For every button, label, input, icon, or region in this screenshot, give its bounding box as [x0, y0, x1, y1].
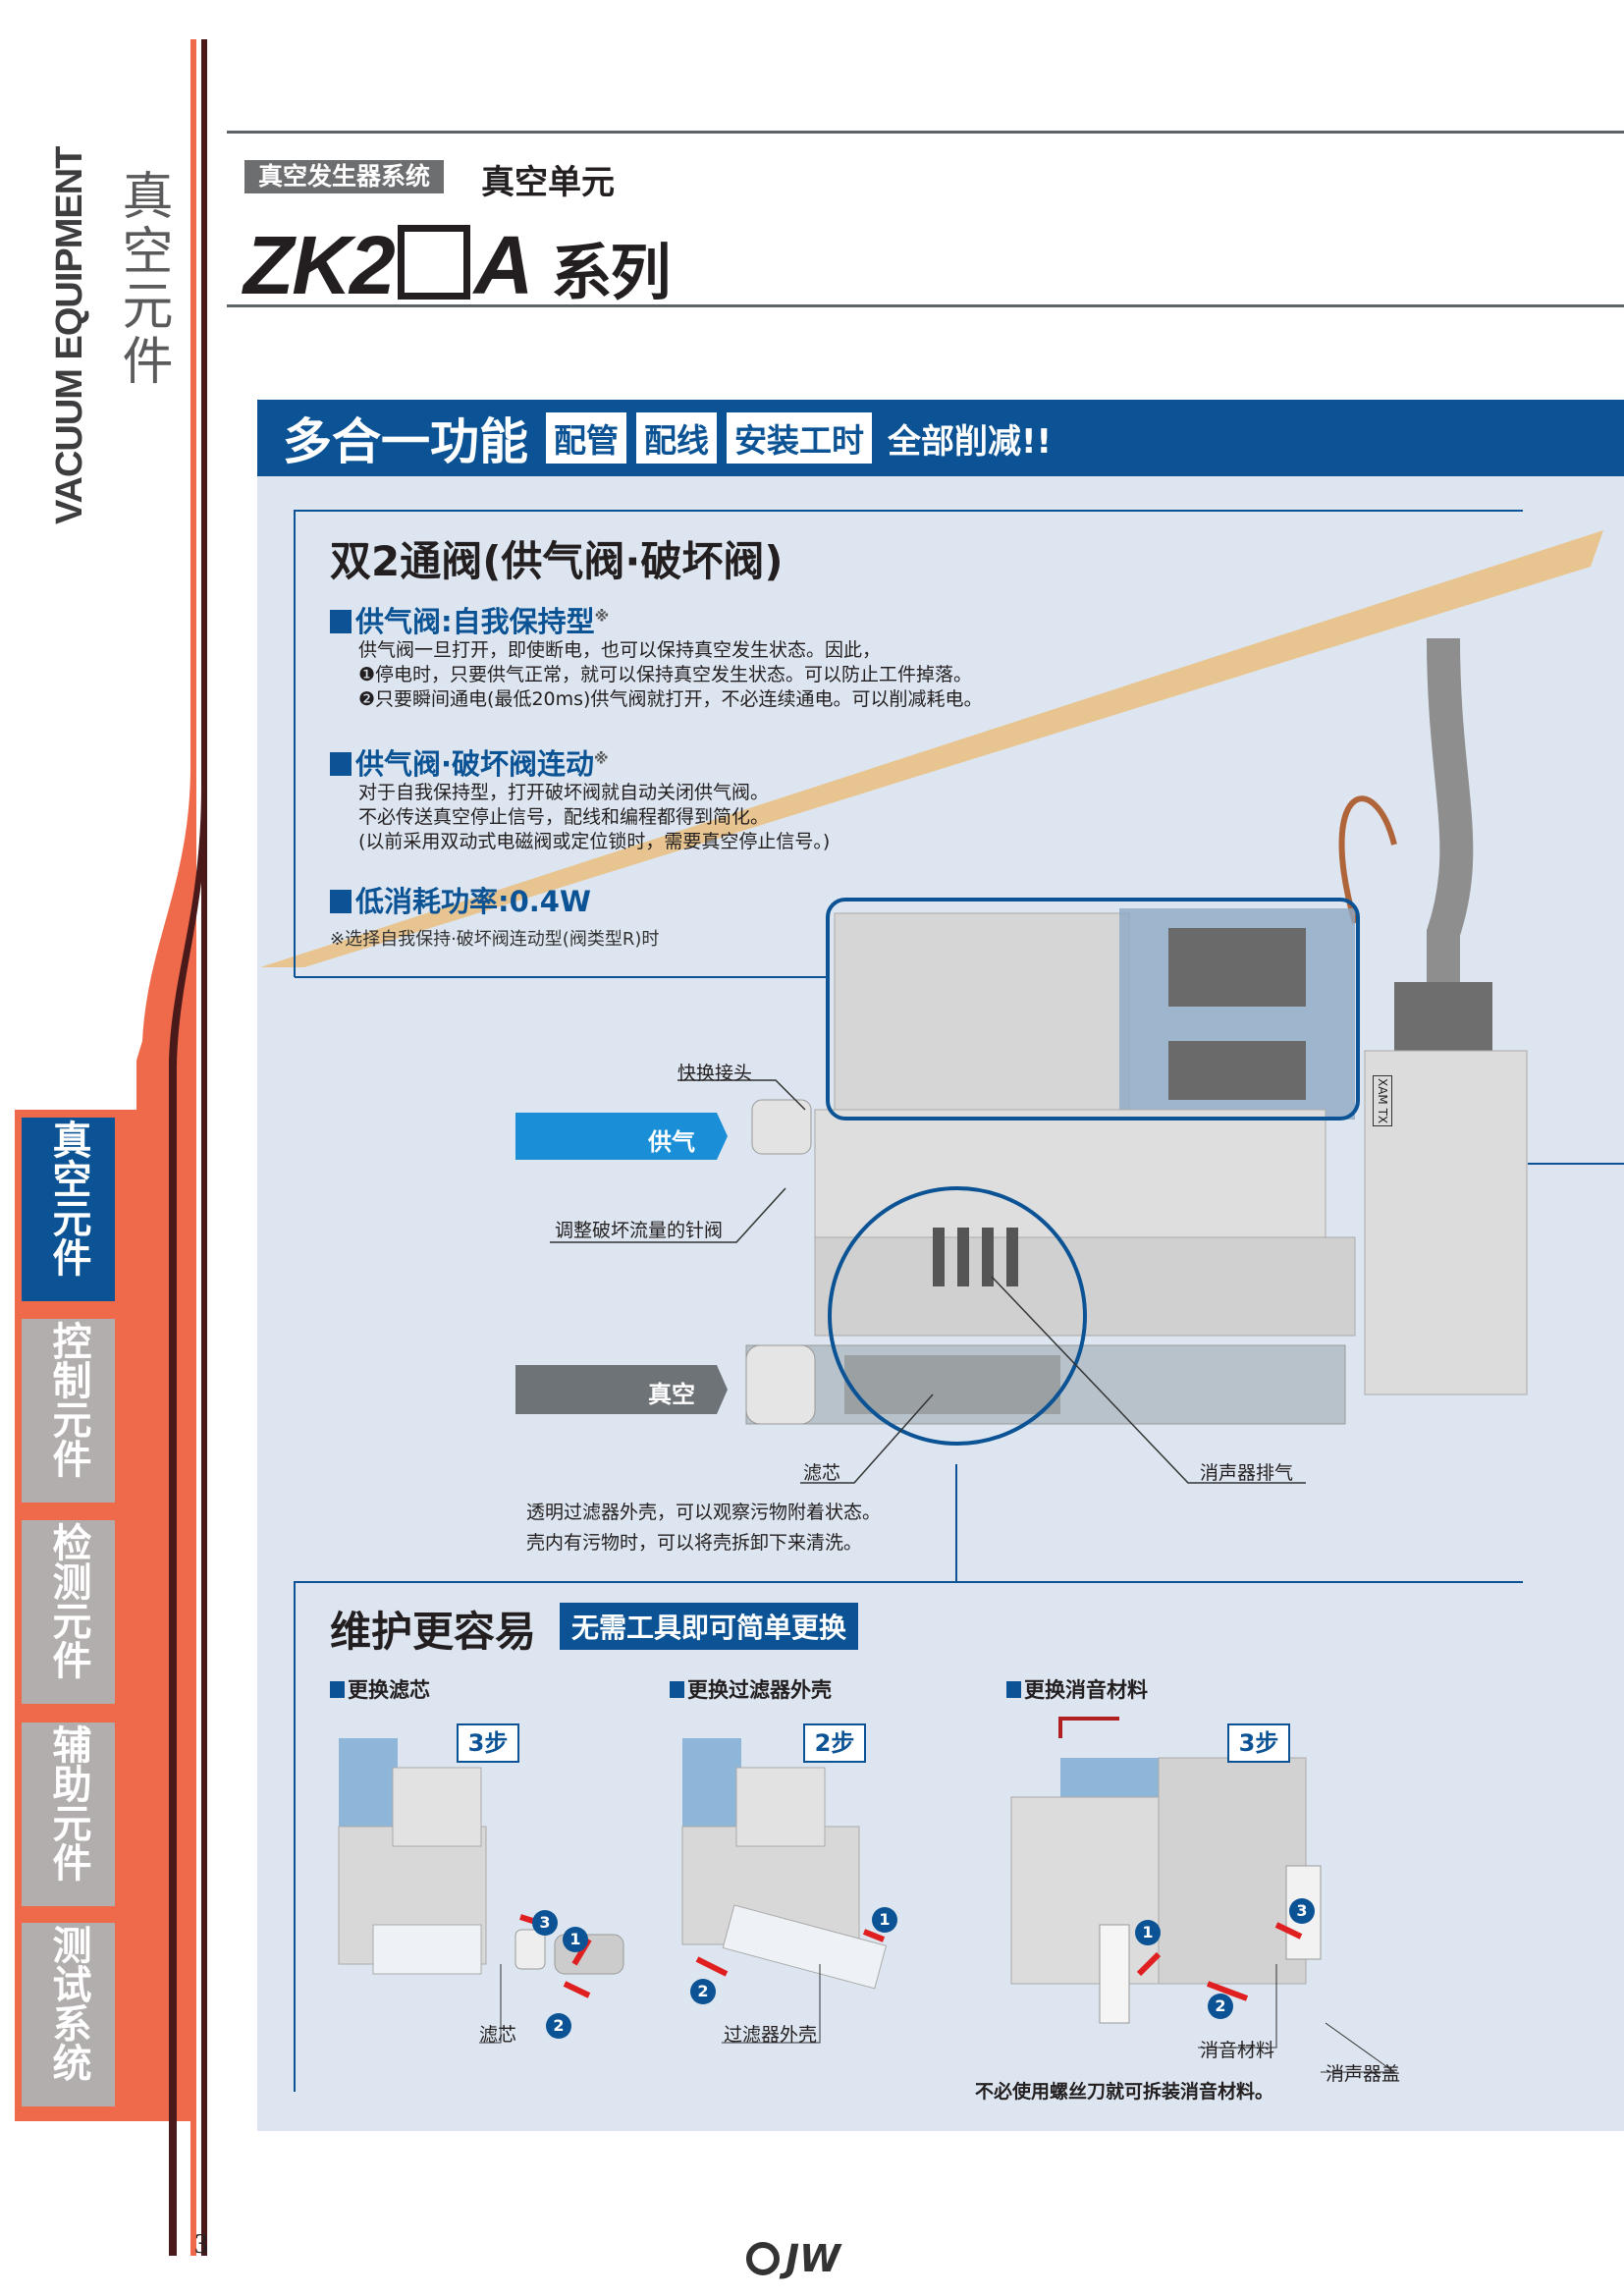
chip-piping: 配管: [546, 412, 626, 464]
steps-callout: 3步: [1227, 1723, 1290, 1763]
placeholder-box: [397, 225, 470, 300]
side-tab-auxiliary[interactable]: 辅助元件: [22, 1722, 115, 1906]
s1-mark: ※: [594, 607, 610, 626]
silencer-replace-image: [1010, 1717, 1322, 2024]
steps-callout: 2步: [803, 1723, 866, 1763]
feature-banner: 多合一功能 配管 配线 安装工时 全部削减!!: [257, 400, 1624, 476]
silencer-material-label: 消音材料: [1200, 2040, 1275, 2061]
series-prefix: ZK2: [244, 219, 396, 311]
s1-line: ❶停电时，只要供气正常，就可以保持真空发生状态。可以防止工件掉落。: [358, 664, 973, 685]
side-tab-vacuum[interactable]: 真空元件: [22, 1118, 115, 1301]
category-tag: 真空发生器系统: [244, 160, 445, 193]
needle-valve-label: 调整破坏流量的针阀: [555, 1220, 724, 1241]
s3-title: 低消耗功率:0.4W: [330, 879, 591, 920]
step-number: 1: [872, 1907, 897, 1933]
step-number: 3: [532, 1910, 558, 1936]
filter-label: 滤芯: [803, 1462, 841, 1484]
s1-line: 供气阀一旦打开，即使断电，也可以保持真空发生状态。因此，: [358, 639, 882, 661]
exhaust-label: 消声器排气: [1200, 1462, 1294, 1484]
side-tab-test[interactable]: 测试系统: [22, 1923, 115, 2106]
filter-note: 透明过滤器外壳，可以观察污物附着状态。 壳内有污物时，可以将壳拆卸下来清洗。: [526, 1498, 881, 1558]
maint-title: 维护更容易: [330, 1608, 537, 1656]
maint-item-title-text: 更换过滤器外壳: [687, 1678, 832, 1702]
side-tab-detection[interactable]: 检测元件: [22, 1520, 115, 1704]
s1-line: ❷只要瞬间通电(最低20ms)供气阀就打开，不必连续通电。可以削减耗电。: [358, 688, 983, 710]
s2-title: 供气阀·破坏阀连动※: [330, 741, 609, 783]
s1-title: 供气阀:自我保持型※: [330, 599, 609, 640]
valve-title: 双2通阀(供气阀·破坏阀): [330, 537, 784, 585]
s1-title-text: 供气阀:自我保持型: [355, 605, 595, 638]
square-bullet-icon: [670, 1681, 684, 1698]
step-number: 2: [690, 1979, 716, 2004]
side-tab-control[interactable]: 控制元件: [22, 1319, 115, 1503]
maint-item-silencer-title: 更换消音材料: [1006, 1674, 1148, 1704]
step-number: 1: [1135, 1920, 1161, 1945]
filter-note-line: 壳内有污物时，可以将壳拆卸下来清洗。: [526, 1532, 863, 1554]
subtitle: 真空单元: [481, 163, 615, 202]
step-number: 2: [1208, 1994, 1233, 2019]
s3-title-text: 低消耗功率:0.4W: [355, 885, 591, 918]
product-mark: XAM TX: [1373, 1075, 1392, 1127]
s2-line: 不必传送真空停止信号，配线和编程都得到简化。: [358, 806, 770, 828]
s2-mark: ※: [594, 749, 609, 768]
series-cn: 系列: [551, 240, 671, 307]
s2-title-text: 供气阀·破坏阀连动: [355, 747, 595, 781]
series-title: ZK2 A 系列: [244, 218, 671, 313]
banner-end: 全部削减!!: [888, 421, 1053, 462]
vacuum-unit-image: [745, 637, 1528, 1446]
steps-callout: 3步: [457, 1723, 519, 1763]
series-suffix: A: [473, 219, 534, 311]
vacuum-label: 真空: [648, 1381, 695, 1408]
s2-body: 对于自我保持型，打开破坏阀就自动关闭供气阀。 不必传送真空停止信号，配线和编程都…: [358, 781, 830, 854]
square-bullet-icon: [330, 890, 352, 913]
valve-note: ※选择自我保持·破坏阀连动型(阀类型R)时: [330, 929, 660, 950]
vacuum-arrow: [515, 1365, 728, 1414]
supply-arrow: [515, 1113, 728, 1160]
maint-badge: 无需工具即可简单更换: [560, 1603, 859, 1650]
chip-installation: 安装工时: [727, 412, 872, 464]
step-number: 1: [563, 1927, 588, 1952]
quick-fitting-label: 快换接头: [677, 1063, 753, 1084]
maint-item-title-text: 更换滤芯: [348, 1678, 430, 1702]
case-replace-image: [681, 1738, 888, 1990]
s2-line: 对于自我保持型，打开破坏阀就自动关闭供气阀。: [358, 782, 770, 803]
square-bullet-icon: [330, 752, 352, 776]
square-bullet-icon: [1006, 1681, 1021, 1698]
title-rule: [227, 304, 1624, 307]
maint-item-filter-title: 更换滤芯: [330, 1674, 430, 1704]
maint-item-case-title: 更换过滤器外壳: [670, 1674, 832, 1704]
filter-case-label: 过滤器外壳: [724, 2024, 818, 2046]
step-number: 2: [546, 2013, 571, 2039]
step-number: 3: [1289, 1898, 1315, 1924]
filter-note-line: 透明过滤器外壳，可以观察污物附着状态。: [526, 1502, 882, 1523]
page-number: 3: [194, 2229, 208, 2260]
supply-label: 供气: [648, 1128, 695, 1156]
top-rule: [227, 131, 1624, 134]
filter-element-label: 滤芯: [479, 2024, 517, 2046]
silencer-note: 不必使用螺丝刀就可拆装消音材料。: [975, 2081, 1274, 2103]
s1-body: 供气阀一旦打开，即使断电，也可以保持真空发生状态。因此， ❶停电时，只要供气正常…: [358, 638, 982, 712]
silencer-cover-label: 消声器盖: [1326, 2063, 1401, 2085]
banner-title: 多合一功能: [283, 413, 528, 470]
chip-wiring: 配线: [636, 412, 717, 464]
square-bullet-icon: [330, 1681, 345, 1698]
filter-replace-image: [338, 1738, 624, 1998]
logo-mark-icon: [746, 2242, 780, 2275]
s2-line: (以前采用双动式电磁阀或定位锁时，需要真空停止信号。): [358, 831, 831, 852]
footer-logo: JW: [746, 2237, 840, 2280]
logo-text: JW: [785, 2237, 841, 2280]
side-chinese-label: 真空元件: [113, 169, 172, 389]
square-bullet-icon: [330, 610, 352, 633]
diagonal-band: [260, 530, 1603, 967]
maint-item-title-text: 更换消音材料: [1024, 1678, 1148, 1702]
